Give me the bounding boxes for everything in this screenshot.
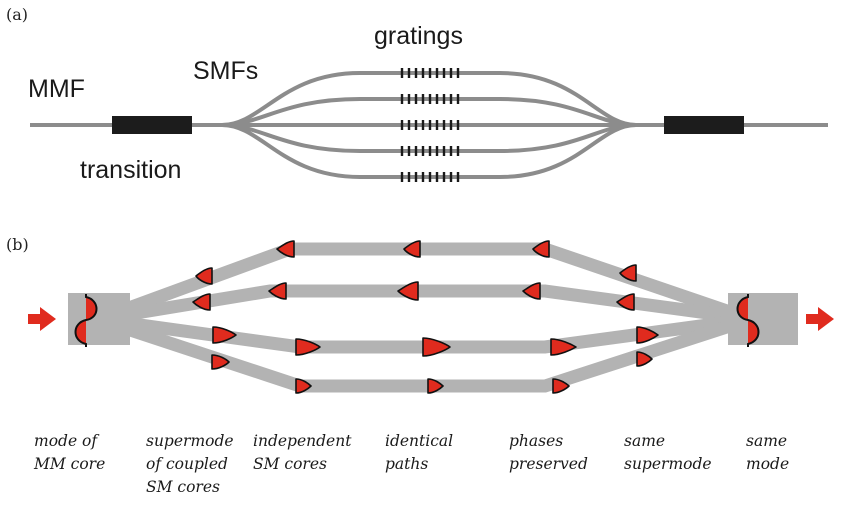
- grating-4: [400, 146, 460, 156]
- mode-profile: [268, 282, 287, 300]
- mode-profile: [522, 282, 541, 300]
- mode-profile: [616, 293, 635, 311]
- caption-phases-preserved: phases preserved: [509, 432, 588, 473]
- smfs-label: SMFs: [193, 57, 258, 85]
- panel-b-label: (b): [6, 235, 29, 254]
- fiber-gratings: [400, 68, 460, 182]
- mode-profile: [636, 351, 653, 367]
- mode-profile: [211, 354, 230, 370]
- mm-mode-input: [74, 294, 98, 347]
- transition-block-left: [112, 116, 192, 134]
- grating-2: [400, 94, 460, 104]
- mode-profile: [403, 240, 421, 258]
- mode-profile: [552, 378, 570, 394]
- mode-profile: [422, 337, 451, 357]
- mode-profile: [636, 326, 659, 344]
- input-arrow-icon: [28, 307, 56, 331]
- mode-profile: [397, 281, 419, 301]
- mode-profile: [550, 338, 577, 356]
- panel-a: (a) MMF SMFs gratings transition: [6, 5, 828, 184]
- gratings-label: gratings: [374, 22, 463, 50]
- caption-same-supermode: same supermode: [624, 432, 712, 473]
- caption-identical-paths: identical paths: [385, 432, 458, 473]
- grating-5: [400, 172, 460, 182]
- transition-block-right: [664, 116, 744, 134]
- caption-independent-sm-cores: independent SM cores: [253, 432, 356, 473]
- mode-profile: [195, 267, 213, 285]
- mm-core-output: [728, 293, 798, 345]
- output-arrow-icon: [806, 307, 834, 331]
- caption-supermode-of-coupled-sm-cores: supermode of coupled SM cores: [146, 432, 239, 496]
- mode-profile: [295, 338, 321, 356]
- captions: mode of MM core supermode of coupled SM …: [33, 432, 792, 496]
- grating-1: [400, 68, 460, 78]
- mode-profile: [427, 378, 444, 394]
- panel-a-label: (a): [6, 5, 28, 24]
- mode-profile: [295, 378, 312, 394]
- mmf-label: MMF: [28, 75, 85, 103]
- caption-same-mode: same mode: [746, 432, 792, 473]
- panel-b: (b): [6, 235, 834, 496]
- grating-3: [400, 120, 460, 130]
- mode-profile: [192, 293, 211, 311]
- mode-profile: [212, 326, 237, 344]
- mode-profile: [619, 264, 637, 282]
- mode-profiles: [192, 240, 659, 394]
- caption-mode-of-mm-core: mode of MM core: [33, 432, 105, 473]
- mode-profile: [276, 240, 295, 258]
- mm-mode-output: [736, 294, 760, 347]
- mode-profile: [532, 240, 550, 258]
- transition-label: transition: [80, 156, 181, 184]
